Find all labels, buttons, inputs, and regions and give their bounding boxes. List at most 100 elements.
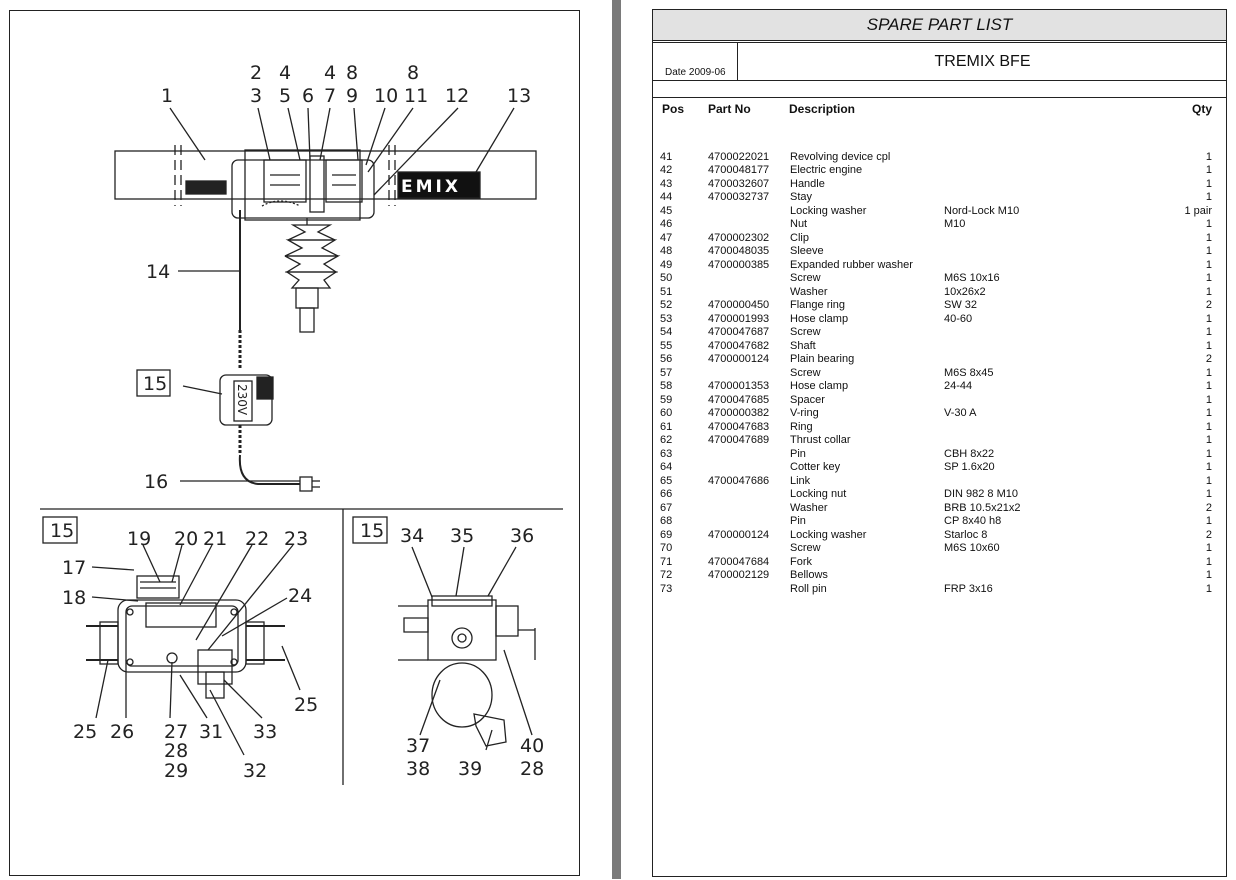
detail-right-box-label: 15: [360, 520, 384, 542]
label-26: 26: [110, 721, 134, 743]
row-description: Flange ring: [790, 299, 846, 311]
row-description: Electric engine: [790, 164, 863, 176]
row-description: Shaft: [790, 339, 816, 352]
detail-left-box: [42, 516, 78, 544]
label-2: 2: [250, 62, 262, 84]
row-part-no: 4700000385: [708, 258, 770, 271]
model-name: TREMIX BFE: [934, 53, 1031, 70]
spare-part-list-page: SPARE PART LIST Date 2009-06 TREMIX BFE …: [652, 9, 1227, 877]
row-spec: CBH 8x22: [944, 447, 995, 460]
row-qty: 1: [1205, 218, 1212, 230]
row-pos: 46: [660, 218, 673, 230]
row-part-no: 4700047685: [708, 393, 770, 406]
label-6: 6: [302, 85, 314, 107]
detail-left-box-label: 15: [50, 520, 74, 542]
label-12: 12: [445, 85, 469, 107]
row-spec: M6S 10x16: [944, 272, 1000, 284]
row-part-no: 4700047683: [708, 420, 770, 433]
col-header-desc: Description: [789, 102, 856, 116]
row-description: Roll pin: [790, 582, 827, 595]
row-qty: 1: [1205, 366, 1212, 379]
row-pos: 52: [660, 299, 673, 311]
label-3: 3: [250, 85, 262, 107]
label-29: 29: [164, 760, 188, 782]
row-pos: 68: [660, 515, 673, 527]
diagram-page: 1 2 3 4 5 6 4 7 8 9 8 10 11 12 13 14 15 …: [9, 10, 580, 876]
row-description: Cotter key: [790, 461, 841, 473]
row-pos: 61: [660, 420, 673, 433]
row-qty: 1: [1205, 474, 1212, 487]
label-8b: 8: [407, 62, 419, 84]
row-qty: 1: [1205, 312, 1212, 325]
label-1: 1: [161, 85, 173, 107]
row-pos: 58: [660, 380, 673, 392]
row-qty: 1: [1205, 326, 1212, 338]
row-description: Spacer: [790, 393, 825, 406]
label-23: 23: [284, 528, 308, 550]
row-qty: 1: [1205, 515, 1212, 527]
row-spec: BRB 10.5x21x2: [944, 501, 1021, 514]
row-pos: 63: [660, 447, 673, 460]
row-part-no: 4700001353: [708, 380, 770, 392]
row-qty: 1: [1205, 150, 1212, 163]
row-spec: FRP 3x16: [944, 582, 993, 595]
row-pos: 49: [660, 258, 673, 271]
row-pos: 57: [660, 366, 673, 379]
row-qty: 1: [1205, 177, 1212, 190]
label-11: 11: [404, 85, 428, 107]
row-part-no: 4700000382: [708, 407, 770, 419]
row-spec: SP 1.6x20: [944, 461, 995, 473]
col-header-qty: Qty: [1191, 102, 1212, 116]
page-gutter: [612, 0, 621, 879]
row-pos: 41: [660, 150, 673, 163]
row-description: Pin: [790, 515, 806, 527]
row-qty: 1: [1205, 569, 1212, 581]
beam-brand-text: EMIX: [401, 177, 461, 197]
title-rule: [653, 42, 1226, 43]
row-pos: 50: [660, 272, 673, 284]
label-20: 20: [174, 528, 198, 550]
row-pos: 69: [660, 528, 673, 541]
label-22: 22: [245, 528, 269, 550]
row-part-no: 4700047682: [708, 339, 770, 352]
row-qty: 1: [1205, 393, 1212, 406]
row-qty: 2: [1205, 528, 1212, 541]
row-description: Locking washer: [790, 204, 867, 217]
row-description: Screw: [790, 272, 821, 284]
row-description: Link: [790, 474, 811, 487]
row-description: Expanded rubber washer: [790, 258, 913, 271]
row-pos: 55: [660, 339, 673, 352]
row-description: Stay: [790, 191, 813, 203]
row-pos: 60: [660, 407, 673, 419]
row-pos: 56: [660, 353, 673, 365]
row-pos: 64: [660, 461, 673, 473]
row-pos: 67: [660, 501, 673, 514]
row-pos: 62: [660, 434, 673, 446]
row-qty: 1: [1205, 258, 1212, 271]
exploded-diagram: 1 2 3 4 5 6 4 7 8 9 8 10 11 12 13 14 15 …: [40, 62, 563, 785]
label-18: 18: [62, 587, 86, 609]
row-part-no: 4700022021: [708, 150, 770, 163]
row-part-no: 4700000124: [708, 528, 770, 541]
row-spec: Nord-Lock M10: [944, 204, 1020, 217]
row-part-no: 4700047689: [708, 434, 770, 446]
row-part-no: 4700032607: [708, 177, 770, 190]
row-part-no: 4700002129: [708, 569, 770, 581]
row-description: Hose clamp: [790, 380, 849, 392]
row-spec: 10x26x2: [944, 285, 986, 298]
col-header-pos: Pos: [662, 102, 685, 116]
row-pos: 65: [660, 474, 673, 487]
row-part-no: 4700000124: [708, 353, 770, 365]
row-part-no: 4700001993: [708, 312, 770, 325]
